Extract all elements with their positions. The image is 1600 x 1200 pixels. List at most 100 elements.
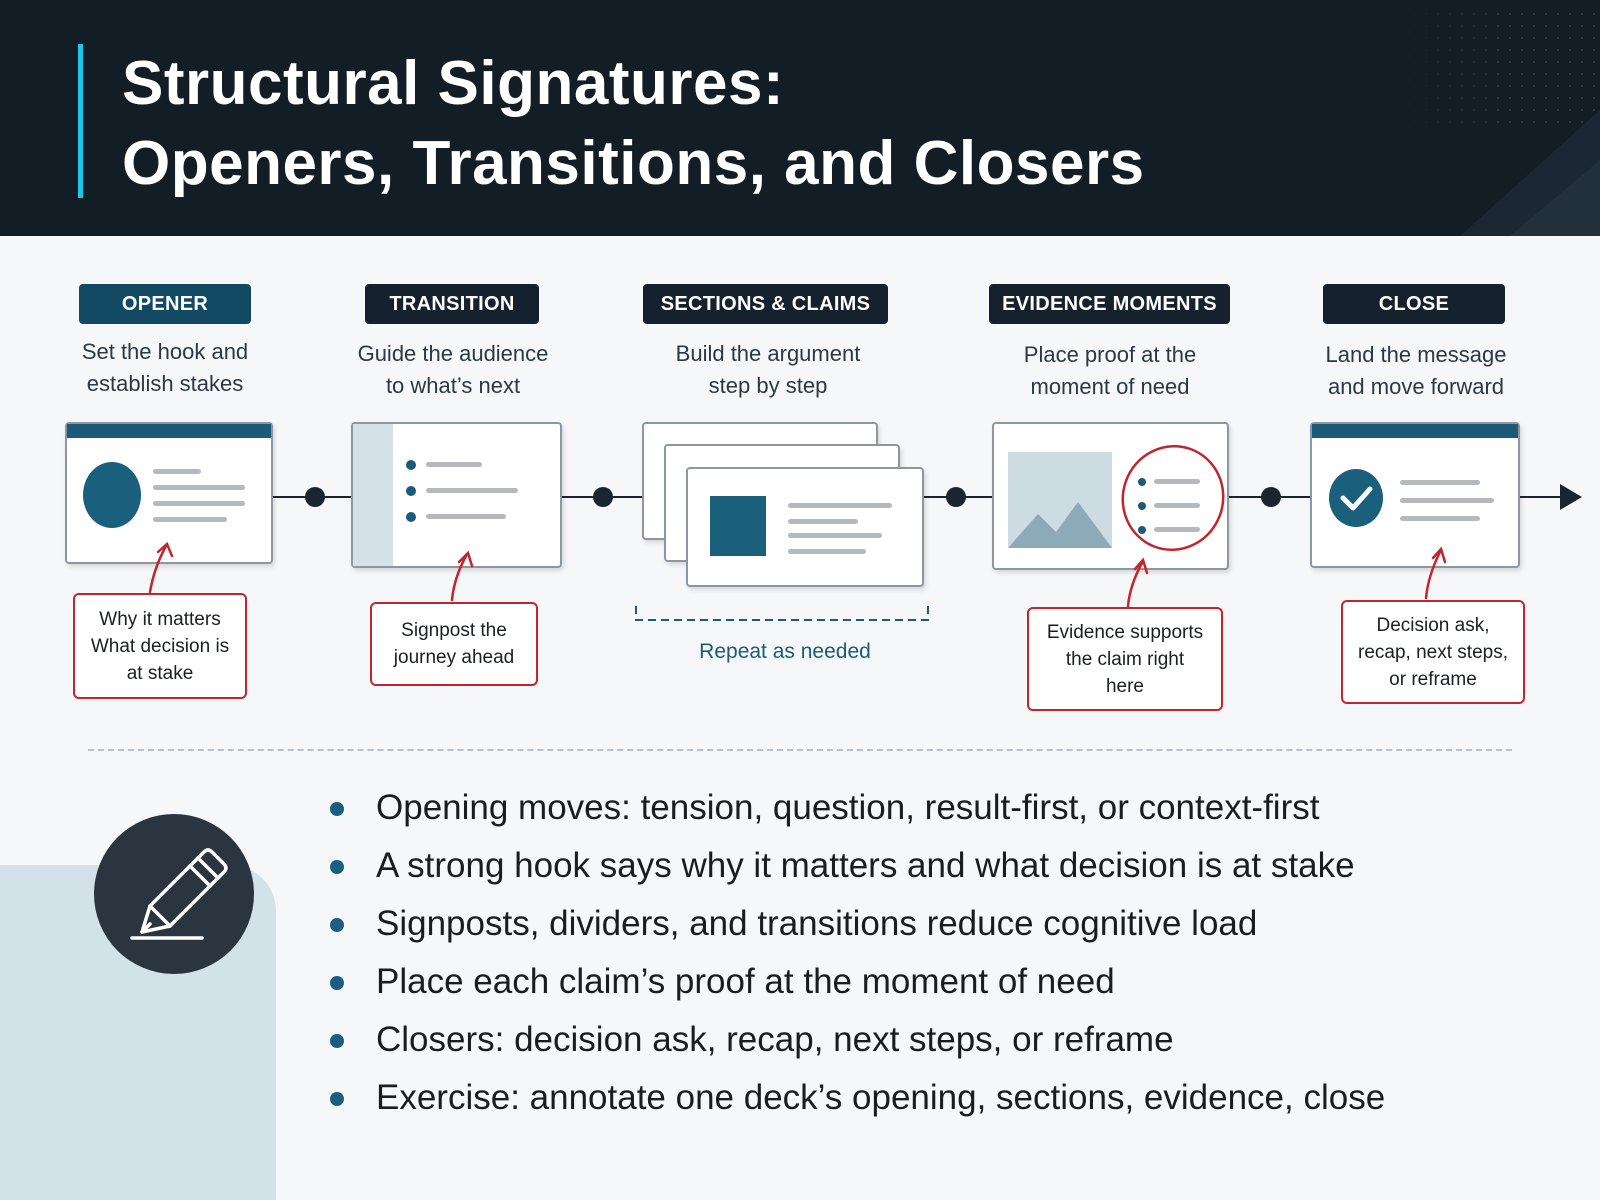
bullet-dot xyxy=(330,918,344,932)
bullet-dot xyxy=(330,802,344,816)
annotation-evidence: Evidence supports the claim right here xyxy=(1027,607,1223,711)
page-title: Structural Signatures: Openers, Transiti… xyxy=(122,44,1145,204)
bullet-dot xyxy=(330,1092,344,1106)
transition-slide-mock xyxy=(351,422,562,568)
stage-label-transition: TRANSITION xyxy=(365,284,539,324)
desc-line: Guide the audience xyxy=(357,341,549,366)
slide-text-line xyxy=(788,533,882,538)
slide-text-line xyxy=(426,514,506,519)
slide-text-line xyxy=(788,519,858,524)
annotation-line: Signpost the xyxy=(401,620,507,641)
slide-bullet xyxy=(1138,478,1146,486)
pencil-badge xyxy=(94,814,254,974)
slide-topbar xyxy=(1312,424,1518,438)
evidence-slide-mock xyxy=(992,422,1229,570)
slide-text-line xyxy=(1154,479,1200,484)
arrow-right-icon xyxy=(1560,484,1582,510)
slide-text-line xyxy=(153,485,245,490)
bullet-dot xyxy=(330,976,344,990)
stage-desc-evidence: Place proof at the moment of need xyxy=(980,339,1240,403)
pencil-icon xyxy=(130,848,228,940)
slide-bullet xyxy=(406,512,416,522)
annotation-line: Decision ask, xyxy=(1376,614,1490,636)
slide-topbar xyxy=(67,424,271,438)
mountain-image-icon xyxy=(1008,452,1112,548)
list-item-text: Place each claim’s proof at the moment o… xyxy=(376,962,1115,1001)
desc-line: to what’s next xyxy=(385,373,521,398)
slide-bullet xyxy=(406,486,416,496)
slide-text-line xyxy=(788,549,866,554)
flow-connector xyxy=(1518,496,1564,498)
desc-line: step by step xyxy=(708,373,828,398)
annotation-line: recap, next steps, xyxy=(1358,641,1508,663)
stage-label-opener: OPENER xyxy=(79,284,251,324)
desc-line: Set the hook and xyxy=(81,339,249,364)
header-dot-pattern xyxy=(1400,10,1600,236)
slide-text-line xyxy=(1154,503,1200,508)
slide-text-line xyxy=(153,469,201,474)
slide-bullet xyxy=(406,460,416,470)
slide-bullet xyxy=(1138,502,1146,510)
annotation-pointers xyxy=(148,541,1447,621)
stage-desc-opener: Set the hook and establish stakes xyxy=(35,336,295,400)
bullet-dot xyxy=(330,860,344,874)
opener-slide-mock xyxy=(65,422,273,564)
annotation-line: Why it matters xyxy=(99,608,221,630)
slide-circle-graphic xyxy=(83,462,141,528)
annotation-line: or reframe xyxy=(1389,668,1477,690)
annotation-line: here xyxy=(1105,675,1144,697)
annotation-close: Decision ask, recap, next steps, or refr… xyxy=(1341,600,1525,704)
slide-text-line xyxy=(426,462,482,467)
slide-text-line xyxy=(153,501,245,506)
slide-square-graphic xyxy=(710,496,766,556)
desc-line: Build the argument xyxy=(675,341,861,366)
close-slide-mock xyxy=(1310,422,1520,568)
annotation-line: Evidence supports xyxy=(1046,621,1204,643)
sections-slide-mock-front xyxy=(686,467,924,587)
stage-desc-transition: Guide the audience to what’s next xyxy=(323,338,583,402)
flow-node xyxy=(593,487,613,507)
repeat-label: Repeat as needed xyxy=(699,640,871,663)
highlight-circle xyxy=(1121,444,1225,552)
checkmark-icon xyxy=(1329,469,1383,527)
slide-text-line xyxy=(1400,480,1480,485)
list-item-text: Signposts, dividers, and transitions red… xyxy=(376,904,1258,943)
stage-label-sections: SECTIONS & CLAIMS xyxy=(643,284,888,324)
list-item-text: Closers: decision ask, recap, next steps… xyxy=(376,1020,1174,1059)
flow-node xyxy=(305,487,325,507)
slide-text-line xyxy=(788,503,892,508)
header-accent-bar xyxy=(78,44,83,198)
annotation-line: journey ahead xyxy=(393,647,515,668)
header-banner: Structural Signatures: Openers, Transiti… xyxy=(0,0,1600,236)
slide-sidebar xyxy=(353,424,393,566)
desc-line: and move forward xyxy=(1327,374,1505,399)
slide-text-line xyxy=(153,517,227,522)
desc-line: Place proof at the xyxy=(1023,342,1197,367)
annotation-line: What decision is xyxy=(90,635,230,657)
desc-line: moment of need xyxy=(1030,374,1190,399)
flow-node xyxy=(946,487,966,507)
stage-label-evidence: EVIDENCE MOMENTS xyxy=(989,284,1230,324)
stage-desc-close: Land the message and move forward xyxy=(1286,339,1546,403)
slide-text-line xyxy=(1154,527,1200,532)
list-item-text: Opening moves: tension, question, result… xyxy=(376,788,1320,827)
slide-bullet xyxy=(1138,526,1146,534)
section-divider xyxy=(88,749,1512,751)
annotation-opener: Why it matters What decision is at stake xyxy=(73,593,247,699)
bullet-dot xyxy=(330,1034,344,1048)
annotation-line: the claim right xyxy=(1065,648,1185,670)
annotation-line: at stake xyxy=(126,662,194,684)
title-line-2: Openers, Transitions, and Closers xyxy=(122,129,1145,198)
title-line-1: Structural Signatures: xyxy=(122,49,785,118)
slide-text-line xyxy=(1400,498,1494,503)
desc-line: establish stakes xyxy=(86,371,244,396)
flow-node xyxy=(1261,487,1281,507)
stage-label-close: CLOSE xyxy=(1323,284,1505,324)
list-item-text: Exercise: annotate one deck’s opening, s… xyxy=(376,1078,1386,1117)
list-item-text: A strong hook says why it matters and wh… xyxy=(376,846,1355,885)
slide-text-line xyxy=(426,488,518,493)
slide-text-line xyxy=(1400,516,1480,521)
annotation-transition: Signpost the journey ahead xyxy=(370,602,538,686)
stage-desc-sections: Build the argument step by step xyxy=(638,338,898,402)
desc-line: Land the message xyxy=(1325,342,1507,367)
